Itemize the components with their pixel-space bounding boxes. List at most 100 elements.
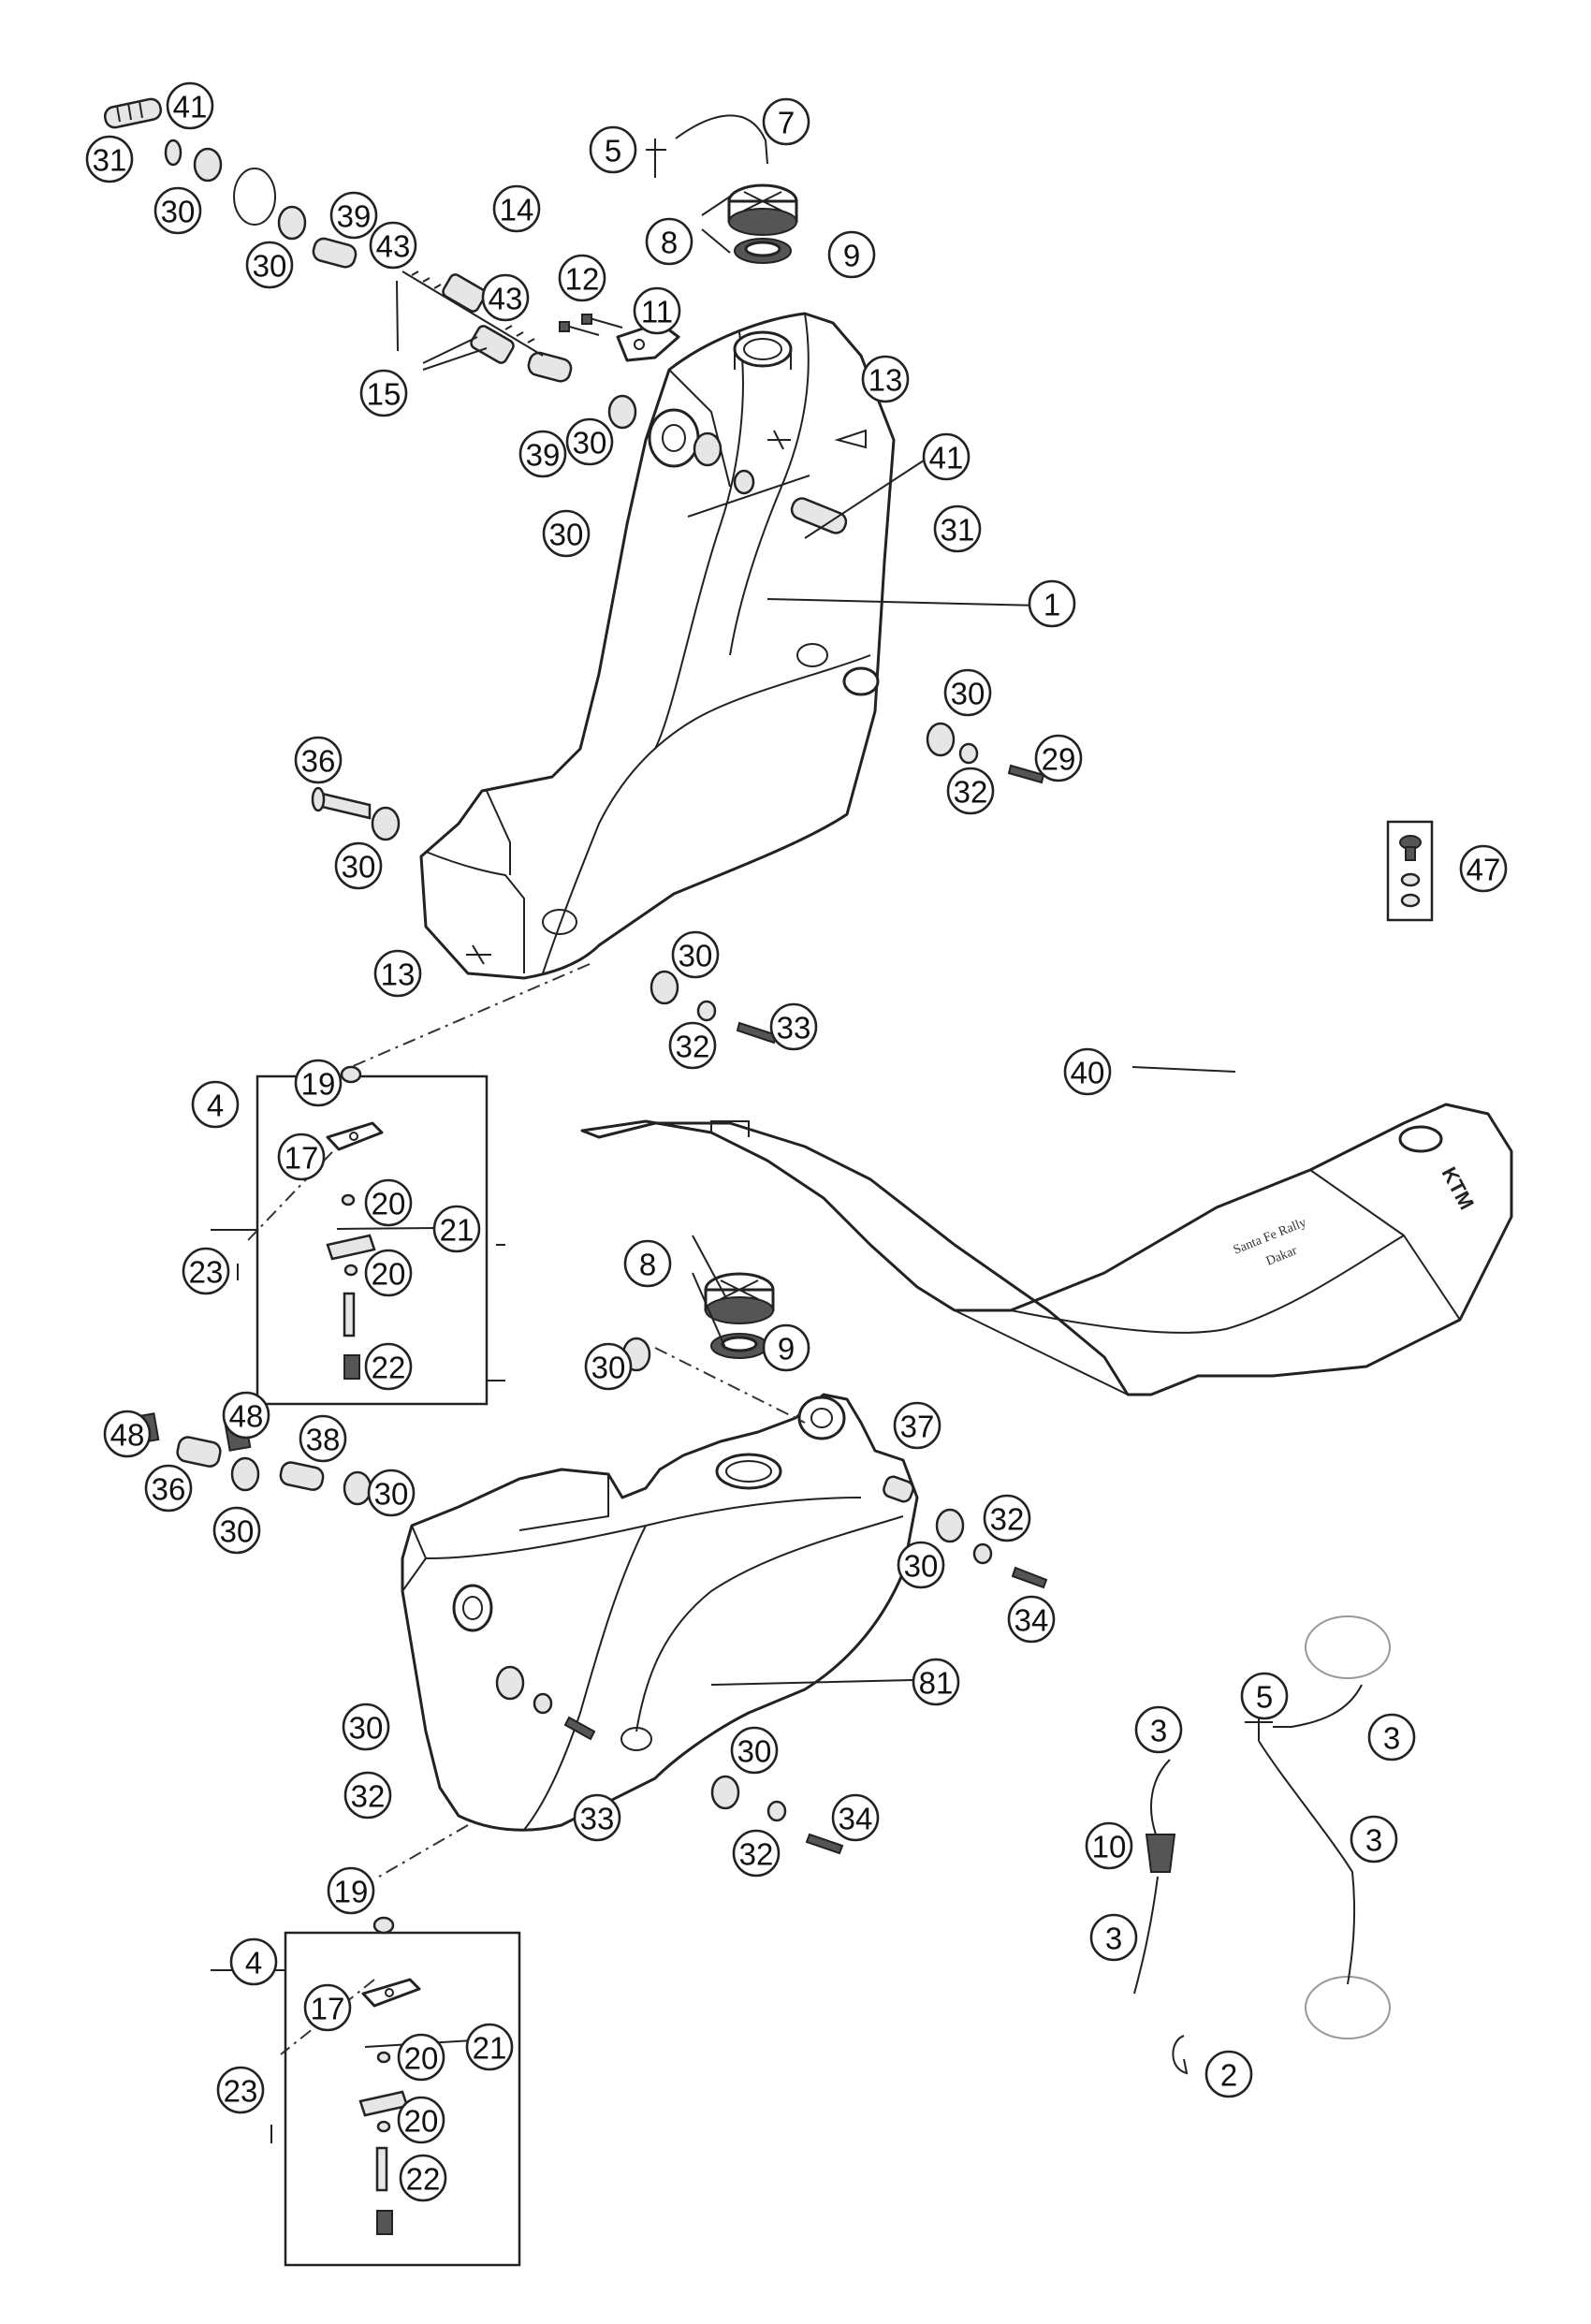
callout-circle	[342, 1703, 390, 1751]
callout-circle	[943, 668, 992, 717]
fuel-tap-assembly-upper	[237, 1065, 489, 1406]
callout-32: 32	[946, 767, 995, 815]
callout-number: 20	[404, 2104, 439, 2139]
callout-36: 36	[144, 1464, 193, 1513]
callout-circle	[668, 1021, 717, 1070]
callout-number: 13	[868, 363, 903, 398]
callout-8: 8	[623, 1239, 672, 1288]
callout-36: 36	[294, 736, 343, 784]
callout-33: 33	[573, 1793, 621, 1842]
callout-number: 30	[349, 1711, 384, 1746]
callout-circle	[364, 1178, 413, 1227]
callout-number: 30	[737, 1734, 772, 1769]
callout-circle	[633, 286, 681, 335]
callout-circle	[399, 2154, 447, 2202]
callout-number: 5	[605, 134, 621, 168]
callout-circle	[893, 1401, 941, 1450]
callout-circle	[277, 1133, 326, 1181]
callout-circle	[983, 1494, 1031, 1542]
callout-circle	[645, 217, 693, 266]
callout-circle	[671, 930, 720, 979]
callout-number: 21	[440, 1213, 474, 1248]
callout-40: 40	[1063, 1047, 1112, 1096]
callout-circle	[329, 191, 378, 240]
callout-circle	[827, 230, 876, 279]
seat: KTM Santa Fe Rally Dakar	[580, 1103, 1513, 1396]
callout-number: 11	[641, 295, 673, 329]
callout-circle	[933, 504, 982, 553]
callout-number: 7	[778, 106, 795, 140]
callout-41: 41	[922, 432, 971, 481]
callout-30: 30	[542, 509, 591, 558]
callout-number: 39	[337, 199, 372, 234]
assembly-line-lower-front	[654, 1347, 806, 1424]
callout-4: 4	[191, 1080, 240, 1129]
callout-circle	[327, 1866, 375, 1915]
callout-13: 13	[861, 355, 910, 403]
callout-number: 15	[367, 377, 401, 412]
callout-23: 23	[182, 1247, 230, 1295]
callout-31: 31	[933, 504, 982, 553]
callout-circle	[222, 1391, 270, 1440]
callout-number: 30	[342, 850, 376, 884]
callout-number: 33	[580, 1802, 615, 1836]
callout-number: 31	[941, 513, 975, 548]
callout-number: 30	[374, 1477, 409, 1512]
callout-number: 41	[929, 441, 964, 475]
callout-number: 32	[954, 775, 988, 810]
callout-29: 29	[1034, 734, 1083, 782]
callout-number: 4	[245, 1946, 262, 1981]
callout-circle	[922, 432, 971, 481]
callout-circle	[1034, 734, 1083, 782]
callout-circle	[1204, 2050, 1253, 2098]
callout-number: 23	[189, 1255, 224, 1290]
callout-number: 48	[229, 1399, 264, 1434]
callout-81: 81	[912, 1658, 960, 1706]
leader-lines	[211, 196, 1236, 2048]
callout-circle	[245, 241, 294, 289]
callout-34: 34	[831, 1793, 880, 1842]
callout-number: 36	[301, 744, 336, 779]
callout-circle	[359, 369, 408, 417]
callout-circle	[432, 1205, 481, 1253]
callout-number: 33	[777, 1011, 811, 1045]
callout-number: 3	[1365, 1823, 1382, 1858]
callout-number: 32	[351, 1779, 386, 1814]
callout-17: 17	[277, 1133, 326, 1181]
callout-number: 30	[253, 249, 287, 284]
callout-circle	[573, 1793, 621, 1842]
callout-number: 43	[376, 229, 411, 264]
callout-34: 34	[1007, 1595, 1056, 1644]
callout-number: 12	[565, 262, 600, 297]
callout-2: 2	[1204, 2050, 1253, 2098]
callout-5: 5	[589, 125, 637, 174]
callout-19: 19	[327, 1866, 375, 1915]
callout-number: 8	[661, 226, 678, 260]
callout-circle	[303, 1983, 352, 2032]
callout-circle	[334, 841, 383, 890]
callout-3: 3	[1089, 1913, 1138, 1962]
callout-circle	[492, 184, 541, 233]
callout-32: 32	[343, 1771, 392, 1820]
callout-number: 48	[110, 1418, 145, 1453]
callout-4: 4	[229, 1937, 278, 1986]
callout-number: 32	[676, 1030, 710, 1064]
callout-3: 3	[1350, 1815, 1398, 1864]
callout-20: 20	[364, 1178, 413, 1227]
callout-circle	[1089, 1913, 1138, 1962]
callout-circle	[558, 254, 606, 302]
callout-20: 20	[397, 2096, 445, 2144]
callout-43: 43	[481, 273, 530, 322]
callout-number: 19	[334, 1875, 369, 1909]
callout-30: 30	[153, 186, 202, 235]
callout-circle	[1240, 1672, 1289, 1720]
assembly-line-tap-link-a	[247, 1132, 352, 1241]
callout-30: 30	[245, 241, 294, 289]
callout-number: 30	[679, 939, 713, 973]
callout-circle	[589, 125, 637, 174]
callout-circle	[518, 430, 567, 478]
callout-1: 1	[1028, 579, 1076, 628]
callout-number: 41	[173, 90, 208, 124]
callout-30: 30	[334, 841, 383, 890]
